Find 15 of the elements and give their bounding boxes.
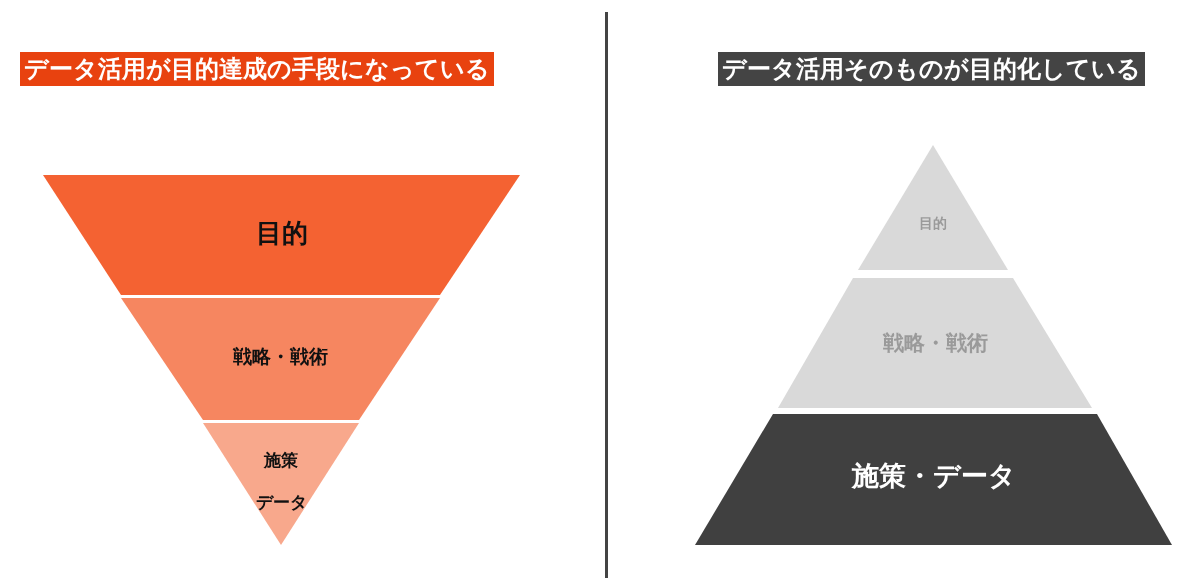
- segment-label: データ: [255, 491, 307, 512]
- trapezoid-segment: [778, 278, 1092, 408]
- triangle-segment: [858, 145, 1008, 270]
- segment-label: 戦略・戦術: [882, 330, 988, 355]
- trapezoid-segment: [43, 175, 520, 295]
- heading-banner: データ活用そのものが目的化している: [718, 52, 1145, 86]
- trapezoid-segment: [121, 298, 440, 420]
- triangle-segment: [203, 423, 359, 545]
- segment-label: 目的: [255, 217, 308, 248]
- segment-label: 目的: [919, 214, 947, 231]
- heading-banner: データ活用が目的達成の手段になっている: [20, 52, 494, 86]
- segment-label: 施策: [264, 450, 298, 471]
- trapezoid-segment: [695, 414, 1172, 545]
- segment-label: 施策・データ: [851, 460, 1016, 492]
- segment-label: 戦略・戦術: [233, 345, 328, 368]
